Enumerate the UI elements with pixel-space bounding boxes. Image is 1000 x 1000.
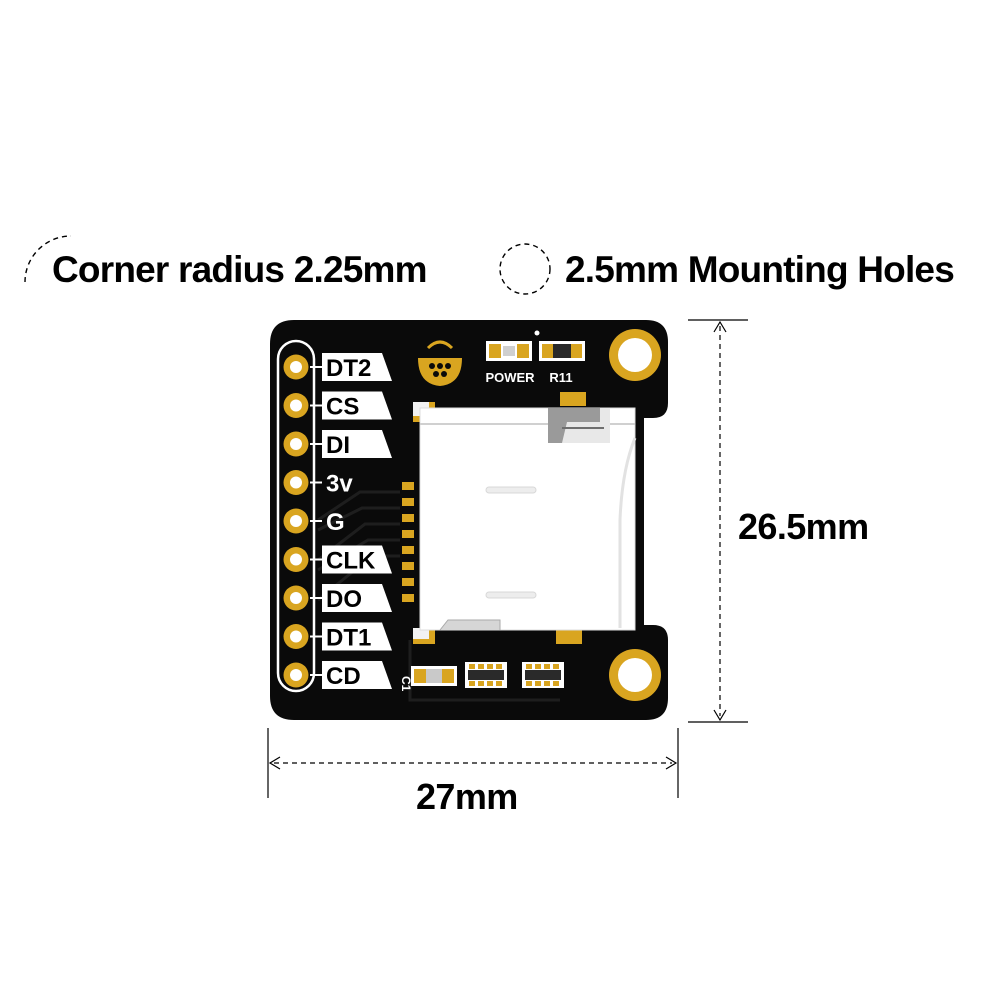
header-pin-hole [290,399,302,412]
pin-label: DT1 [326,625,371,652]
resistor-array-pad [544,664,550,669]
socket-contact-pads [402,482,414,602]
socket-pad [402,498,414,506]
header-pin-hole [290,438,302,450]
pin-label: G [326,509,345,536]
resistor-array-pad [496,681,502,686]
header-pin-hole [290,592,302,604]
header-outline [276,339,316,693]
resistor-arrays [465,662,564,688]
header-pin-hole [290,476,302,489]
resistor-array-pad [526,664,532,669]
mounting-holes-legend: 2.5mm Mounting Holes [565,249,955,290]
socket-pad [402,514,414,522]
socket-pad [402,594,414,602]
resistor-array-pad [487,664,493,669]
power-label: POWER [485,370,535,385]
resistor-array-pad [487,681,493,686]
microsd-socket [413,392,637,644]
r11-label: R11 [549,370,572,385]
resistor-array-pad [478,681,484,686]
header-pin-hole [290,630,302,643]
header-pin-hole [290,553,302,566]
resistor-array-pad [526,681,532,686]
resistor-array-body [525,670,561,680]
pin-label: CS [326,394,359,421]
resistor-array-pad [553,681,559,686]
corner-radius-icon [24,235,72,283]
resistor-array-body [468,670,504,680]
mounting-hole-top [609,329,661,381]
pin-label: 3v [326,471,353,498]
mounting-hole-bottom [609,649,661,701]
header-pin-hole [290,361,302,373]
socket-pad [402,530,414,538]
resistor-array-pad [553,664,559,669]
pin-label-tab [322,391,392,420]
raspberry-logo-icon [418,340,462,386]
header-pin-hole [290,669,302,681]
pin-label-tab [322,584,392,612]
pin-label-tab [322,661,392,689]
resistor-array-pad [469,681,475,686]
mounting-hole-icon [499,243,551,295]
power-led [486,341,532,361]
socket-pad [402,546,414,554]
pin-label: CLK [326,548,376,575]
capacitor-c1 [411,666,457,686]
socket-pad [402,578,414,586]
pin-label: DO [326,586,362,613]
resistor-array-pad [478,664,484,669]
socket-pad [402,482,414,490]
width-dimension [267,728,679,798]
c1-label: C1 [399,676,413,692]
width-dimension-label: 27mm [416,776,518,817]
pin-label-tab [322,353,392,381]
resistor-array-pad [469,664,475,669]
header-pin-hole [290,515,302,527]
pin-label-tab [322,430,392,458]
resistor-array-pad [496,664,502,669]
resistor-array-pad [544,681,550,686]
socket-pad [402,562,414,570]
pin-label: DI [326,432,350,459]
resistor-r11 [539,341,585,361]
silk-dot [534,330,540,336]
pin-label-tab [322,622,392,651]
corner-radius-legend: Corner radius 2.25mm [52,249,428,290]
pin-label-tab [322,545,392,574]
pin-label: DT2 [326,355,371,382]
pin-label: CD [326,663,361,690]
resistor-array-pad [535,664,541,669]
resistor-array-pad [535,681,541,686]
height-dimension [688,319,748,723]
height-dimension-label: 26.5mm [738,506,869,547]
